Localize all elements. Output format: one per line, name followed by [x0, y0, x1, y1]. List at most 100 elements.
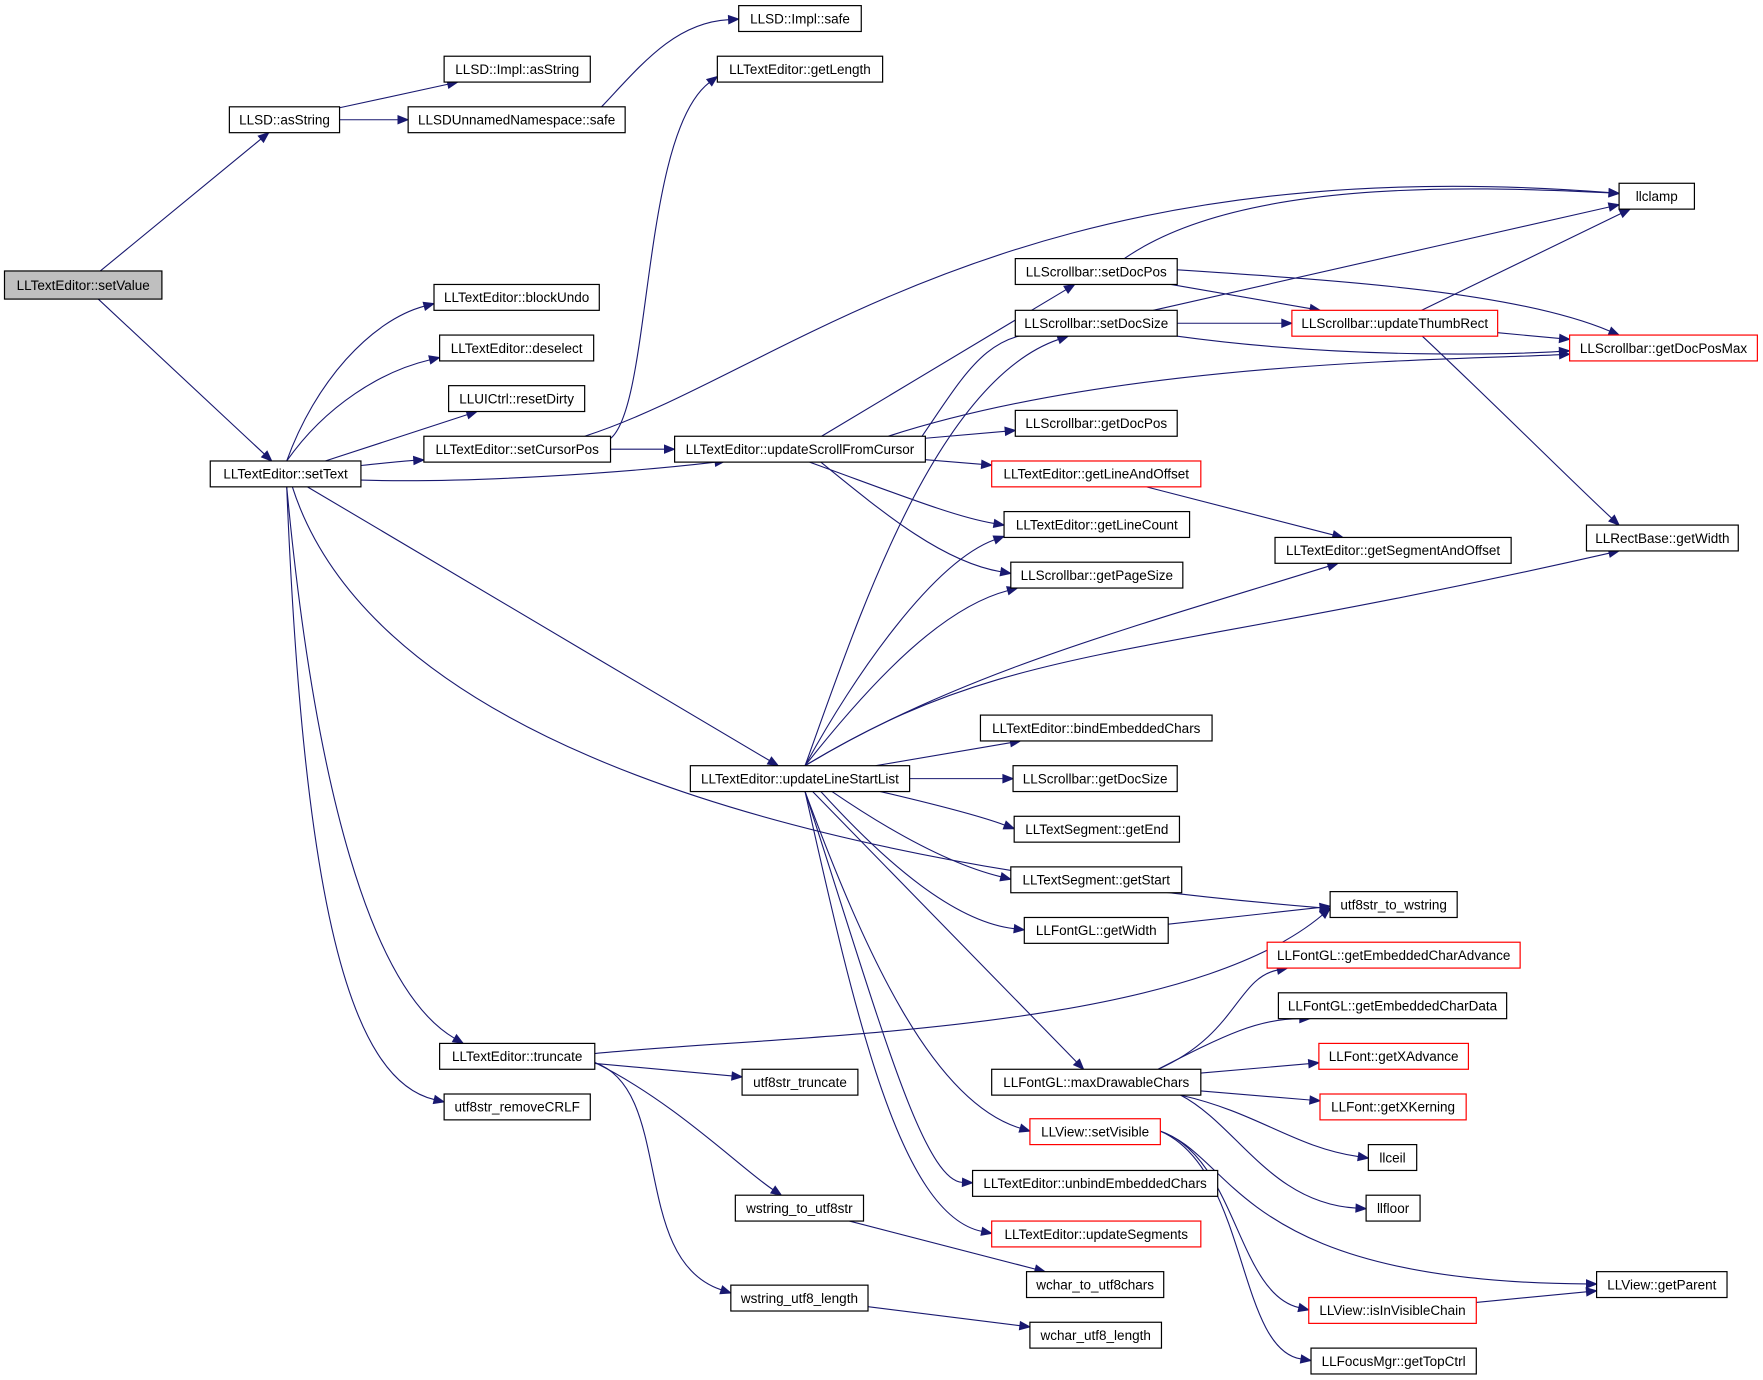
node-box[interactable] [716, 55, 884, 83]
node-rectGetWidth[interactable]: LLRectBase::getWidth [1585, 524, 1739, 552]
node-removeCRLF[interactable]: utf8str_removeCRLF [443, 1093, 591, 1121]
node-wcharToUtf8[interactable]: wchar_to_utf8chars [1025, 1271, 1165, 1299]
node-box[interactable] [991, 1068, 1202, 1096]
node-box[interactable] [1585, 524, 1739, 552]
node-truncate[interactable]: LLTextEditor::truncate [439, 1042, 596, 1070]
node-box[interactable] [1010, 866, 1183, 894]
node-box[interactable] [423, 435, 612, 463]
node-box[interactable] [741, 1068, 859, 1096]
node-deselect[interactable]: LLTextEditor::deselect [439, 334, 595, 362]
node-box[interactable] [443, 1093, 591, 1121]
node-box[interactable] [1318, 1042, 1470, 1070]
node-utf8ToWstring[interactable]: utf8str_to_wstring [1329, 891, 1458, 919]
node-box[interactable] [1310, 1347, 1477, 1375]
node-getEmbeddedCharAdvance[interactable]: LLFontGL::getEmbeddedCharAdvance [1266, 941, 1521, 969]
node-box[interactable] [1029, 1118, 1161, 1146]
node-box[interactable] [991, 1220, 1202, 1248]
node-asString[interactable]: LLSD::asString [228, 106, 341, 134]
node-wstringUtf8Length[interactable]: wstring_utf8_length [730, 1284, 869, 1312]
node-box[interactable] [1367, 1144, 1418, 1172]
node-box[interactable] [443, 55, 591, 83]
node-getEmbeddedCharData[interactable]: LLFontGL::getEmbeddedCharData [1277, 992, 1508, 1020]
node-nsSafe[interactable]: LLSDUnnamedNamespace::safe [407, 106, 626, 134]
node-box[interactable] [1003, 510, 1191, 539]
node-box[interactable] [1014, 309, 1178, 337]
node-getTopCtrl[interactable]: LLFocusMgr::getTopCtrl [1310, 1347, 1477, 1375]
node-box[interactable] [1266, 941, 1521, 969]
node-box[interactable] [1308, 1296, 1477, 1324]
node-updateScroll[interactable]: LLTextEditor::updateScrollFromCursor [674, 435, 926, 463]
node-llclamp[interactable]: llclamp [1618, 182, 1696, 210]
node-unbindEmbeddedChars[interactable]: LLTextEditor::unbindEmbeddedChars [971, 1169, 1219, 1197]
node-box[interactable] [448, 385, 586, 413]
node-box[interactable] [1014, 258, 1178, 286]
node-box[interactable] [1365, 1194, 1421, 1222]
node-box[interactable] [407, 106, 626, 134]
node-box[interactable] [1023, 916, 1169, 944]
node-wcharUtf8Length[interactable]: wchar_utf8_length [1029, 1321, 1163, 1349]
node-utf8Truncate[interactable]: utf8str_truncate [741, 1068, 859, 1096]
node-box[interactable] [730, 1284, 869, 1312]
node-box[interactable] [439, 1042, 596, 1070]
node-getLineAndOffset[interactable]: LLTextEditor::getLineAndOffset [991, 460, 1202, 488]
node-getLineCount[interactable]: LLTextEditor::getLineCount [1003, 510, 1191, 539]
node-getLength[interactable]: LLTextEditor::getLength [716, 55, 884, 83]
node-box[interactable] [674, 435, 926, 463]
node-box[interactable] [1012, 765, 1178, 793]
node-setDocSize[interactable]: LLScrollbar::setDocSize [1014, 309, 1178, 337]
node-llceil[interactable]: llceil [1367, 1144, 1418, 1172]
node-box[interactable] [738, 5, 862, 33]
node-setVisible[interactable]: LLView::setVisible [1029, 1118, 1161, 1146]
node-box[interactable] [1013, 815, 1181, 843]
node-updateThumbRect[interactable]: LLScrollbar::updateThumbRect [1291, 309, 1499, 337]
node-getXKerning[interactable]: LLFont::getXKerning [1319, 1093, 1467, 1121]
node-isInVisibleChain[interactable]: LLView::isInVisibleChain [1308, 1296, 1477, 1324]
node-implSafe[interactable]: LLSD::Impl::safe [738, 5, 862, 33]
node-getSegmentAndOffset[interactable]: LLTextEditor::getSegmentAndOffset [1274, 536, 1512, 564]
node-setDocPos[interactable]: LLScrollbar::setDocPos [1014, 258, 1178, 286]
node-box[interactable] [1319, 1093, 1467, 1121]
node-box[interactable] [1010, 561, 1184, 589]
node-box[interactable] [439, 334, 595, 362]
node-getDocSize[interactable]: LLScrollbar::getDocSize [1012, 765, 1178, 793]
node-box[interactable] [689, 765, 911, 793]
node-box[interactable] [228, 106, 341, 134]
node-box[interactable] [1595, 1271, 1728, 1299]
node-maxDrawableChars[interactable]: LLFontGL::maxDrawableChars [991, 1068, 1202, 1096]
node-bindEmbeddedChars[interactable]: LLTextEditor::bindEmbeddedChars [979, 714, 1213, 742]
node-box[interactable] [971, 1169, 1219, 1197]
node-setText[interactable]: LLTextEditor::setText [209, 460, 362, 488]
node-box[interactable] [1277, 992, 1508, 1020]
node-box[interactable] [1618, 182, 1696, 210]
node-setCursorPos[interactable]: LLTextEditor::setCursorPos [423, 435, 612, 463]
node-implAsString[interactable]: LLSD::Impl::asString [443, 55, 591, 83]
node-box[interactable] [1274, 536, 1512, 564]
node-getParent[interactable]: LLView::getParent [1595, 1271, 1728, 1299]
node-box[interactable] [1029, 1321, 1163, 1349]
node-box[interactable] [1025, 1271, 1165, 1299]
node-box[interactable] [209, 460, 362, 488]
node-resetDirty[interactable]: LLUICtrl::resetDirty [448, 385, 586, 413]
node-setValue[interactable]: LLTextEditor::setValue [3, 270, 163, 300]
node-box[interactable] [1291, 309, 1499, 337]
node-blockUndo[interactable]: LLTextEditor::blockUndo [433, 283, 600, 311]
node-getDocPosMax[interactable]: LLScrollbar::getDocPosMax [1569, 334, 1758, 362]
node-box[interactable] [734, 1194, 865, 1222]
node-getXAdvance[interactable]: LLFont::getXAdvance [1318, 1042, 1470, 1070]
node-box[interactable] [979, 714, 1213, 742]
node-box[interactable] [433, 283, 600, 311]
node-fontGetWidth[interactable]: LLFontGL::getWidth [1023, 916, 1169, 944]
node-getPageSize[interactable]: LLScrollbar::getPageSize [1010, 561, 1184, 589]
node-box[interactable] [1014, 409, 1178, 437]
node-box[interactable] [1329, 891, 1458, 919]
node-box[interactable] [3, 270, 163, 300]
node-updateSegments[interactable]: LLTextEditor::updateSegments [991, 1220, 1202, 1248]
node-getStart[interactable]: LLTextSegment::getStart [1010, 866, 1183, 894]
node-wstringToUtf8[interactable]: wstring_to_utf8str [734, 1194, 865, 1222]
node-box[interactable] [991, 460, 1202, 488]
node-llfloor[interactable]: llfloor [1365, 1194, 1421, 1222]
node-getDocPos[interactable]: LLScrollbar::getDocPos [1014, 409, 1178, 437]
node-box[interactable] [1569, 334, 1758, 362]
node-getEnd[interactable]: LLTextSegment::getEnd [1013, 815, 1181, 843]
node-updateLineStartList[interactable]: LLTextEditor::updateLineStartList [689, 765, 911, 793]
